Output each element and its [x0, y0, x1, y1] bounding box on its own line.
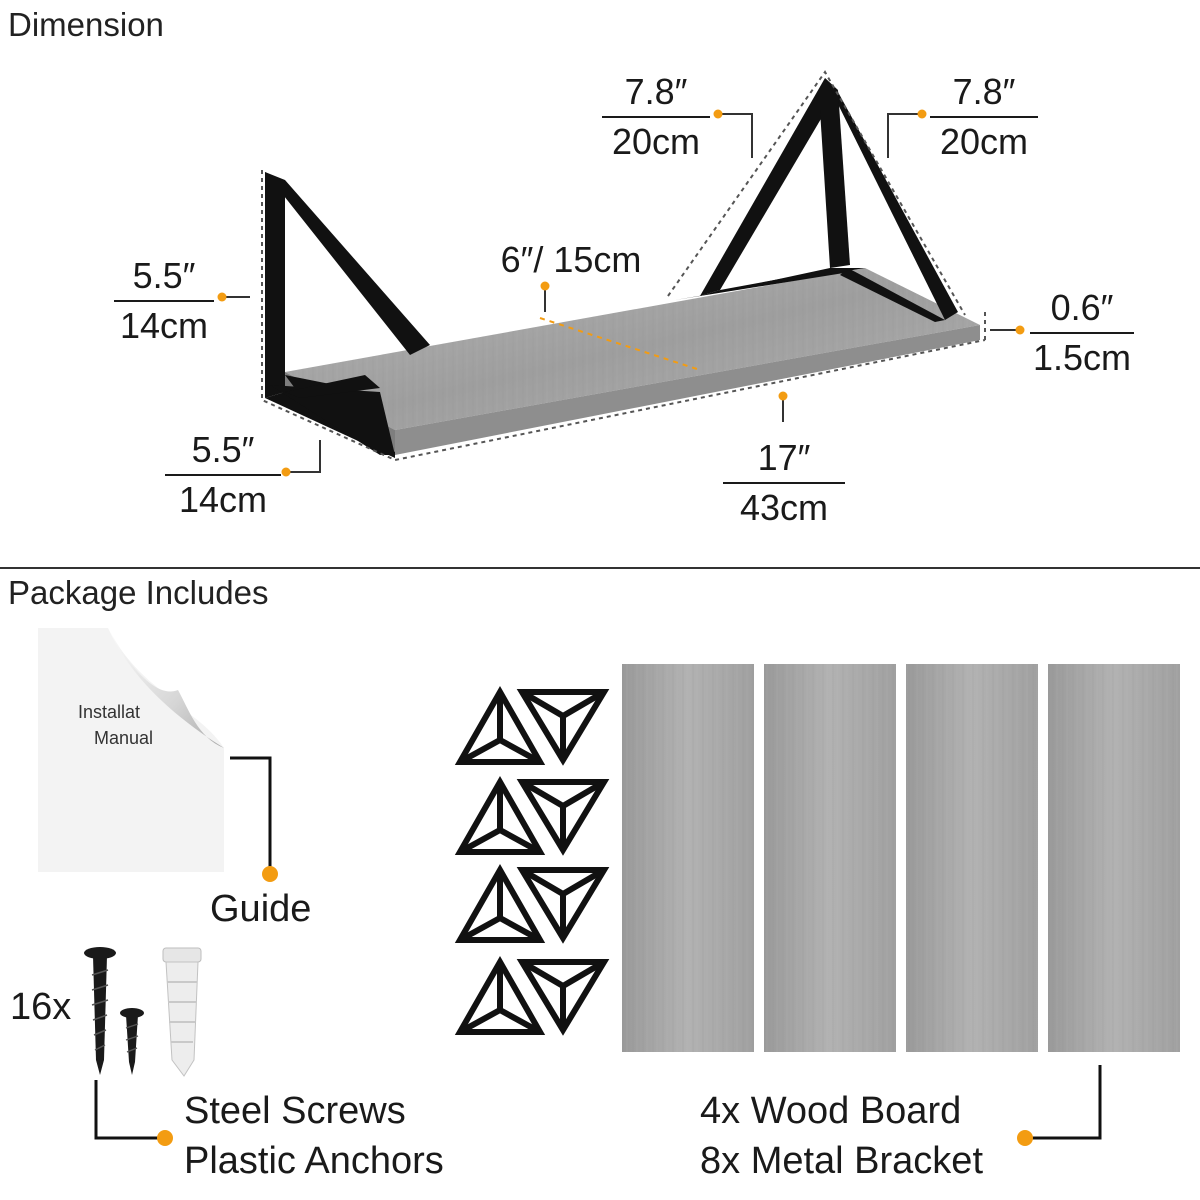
dimension-imperial: 5.5″ [191, 429, 255, 470]
dimension-metric: 20cm [611, 121, 701, 162]
fraction-rule [930, 116, 1038, 118]
dimension-metric: 43cm [739, 487, 829, 528]
boards-accent-dot [1017, 1130, 1033, 1146]
board-length-label: 17″ 43cm [722, 440, 846, 526]
screws-label: Steel Screws [184, 1090, 406, 1132]
screw-count-label: 16x [10, 986, 72, 1028]
manual-title-line1: Installat [78, 702, 141, 722]
plastic-anchor-icon [162, 947, 202, 1077]
manual-title-line2: Manual [94, 728, 154, 748]
installation-manual: Installat Manual [38, 628, 224, 872]
fraction-rule [602, 116, 710, 118]
dimension-section-title: Dimension [8, 6, 164, 43]
dimension-metric: 14cm [178, 479, 268, 520]
screws-accent-dot [157, 1130, 173, 1146]
package-section-title: Package Includes [8, 574, 269, 611]
wood-board-set [622, 664, 1180, 1052]
dimension-metric: 1.5cm [1032, 337, 1132, 378]
fraction-rule [114, 300, 214, 302]
depth-measure-line [539, 317, 701, 371]
fraction-rule [723, 482, 845, 484]
fraction-rule [165, 474, 281, 476]
fraction-rule [1030, 332, 1134, 334]
right-bracket [675, 78, 958, 322]
wood-board-label: 4x Wood Board [700, 1090, 962, 1132]
left-bracket [265, 172, 430, 458]
bracket-side-left-label: 7.8″ 20cm [602, 74, 710, 160]
dimension-dashed-outlines [261, 70, 986, 462]
dimension-imperial: 7.8″ [624, 71, 688, 112]
section-divider [0, 567, 1200, 569]
dimension-accent-dots [217, 109, 1025, 477]
dimension-metric: 20cm [939, 121, 1029, 162]
left-bracket-height-label: 5.5″ 14cm [112, 258, 216, 344]
guide-accent-dot [262, 866, 278, 882]
screws-leader-line [94, 1080, 162, 1140]
dimension-imperial: 7.8″ [952, 71, 1016, 112]
board-depth-label: 6″/ 15cm [500, 239, 642, 280]
metal-bracket-label: 8x Metal Bracket [700, 1140, 983, 1182]
long-screw-icon [84, 947, 116, 1075]
anchors-label: Plastic Anchors [184, 1140, 444, 1182]
guide-leader-line [230, 756, 272, 872]
page-curl-icon [38, 628, 224, 872]
left-bracket-depth-label: 5.5″ 14cm [164, 432, 282, 518]
bracket-side-right-label: 7.8″ 20cm [930, 74, 1038, 160]
dimension-imperial: 5.5″ [132, 255, 196, 296]
metal-bracket-set [454, 685, 610, 1036]
dimension-imperial: 17″ [757, 437, 811, 478]
dimension-metric: 14cm [119, 305, 209, 346]
board-thickness-label: 0.6″ 1.5cm [1028, 290, 1136, 376]
dimension-leader-lines [225, 113, 1020, 473]
dimension-imperial: 0.6″ [1050, 287, 1114, 328]
short-screw-icon [120, 1008, 144, 1075]
boards-leader-line [1028, 1065, 1102, 1140]
guide-label: Guide [210, 888, 312, 930]
